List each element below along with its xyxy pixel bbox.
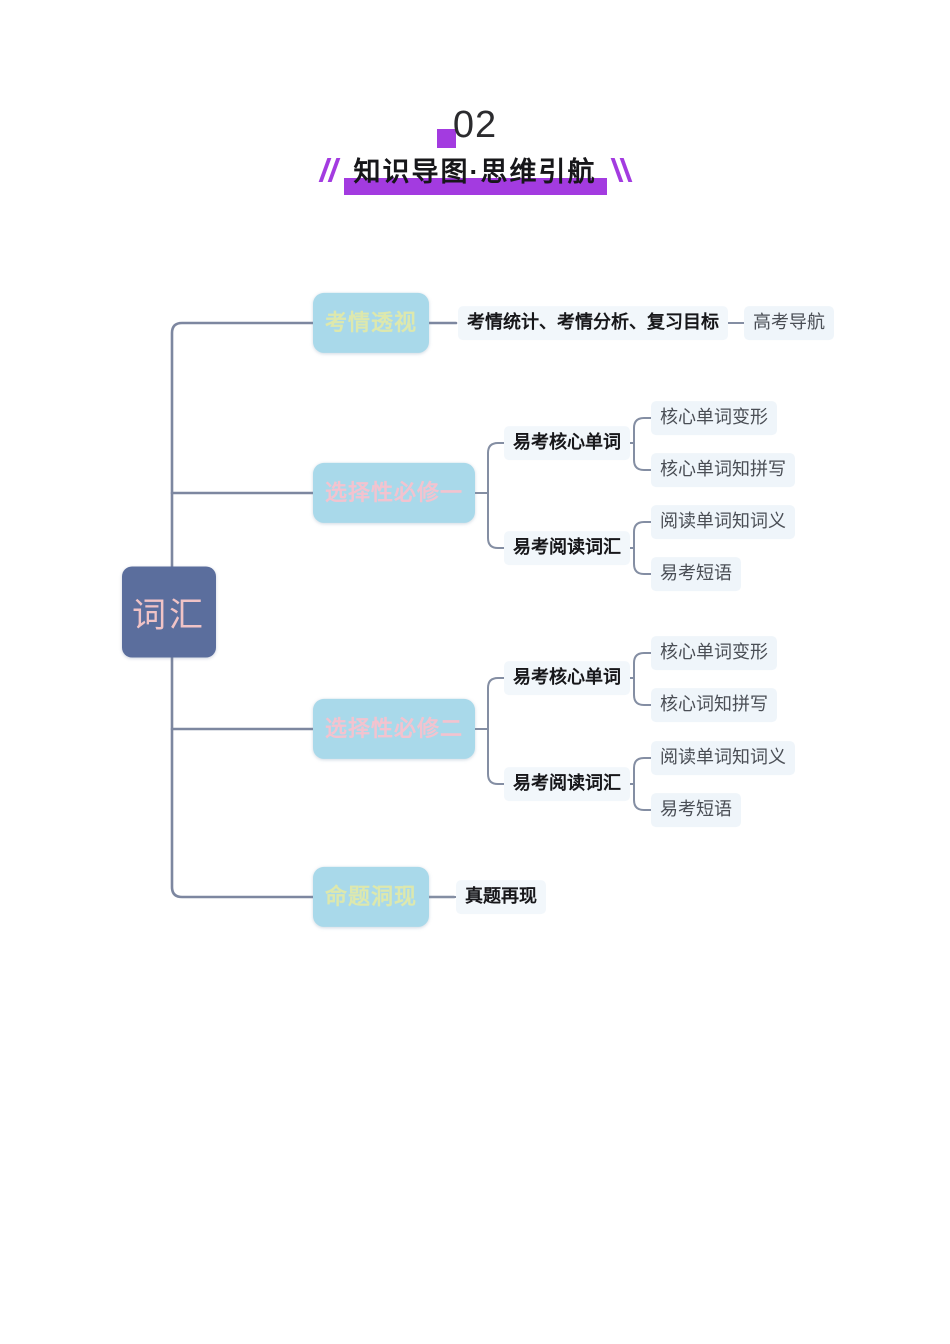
node-reading-word-meaning-2: 阅读单词知词义	[651, 741, 795, 775]
node-core-word-forms-1: 核心单词变形	[651, 401, 777, 435]
node-real-questions: 真题再现	[456, 880, 546, 914]
node-elective-compulsory-1: 选择性必修一	[313, 462, 476, 524]
node-elective-compulsory-2: 选择性必修二	[313, 698, 476, 760]
node-reading-word-meaning-1: 阅读单词知词义	[651, 505, 795, 539]
section-number-square-icon	[436, 129, 456, 148]
node-core-word-spelling-1: 核心单词知拼写	[651, 453, 795, 487]
title-underline-bar	[343, 178, 607, 195]
node-core-word-forms-2: 核心单词变形	[651, 636, 777, 670]
page-title: 知识导图·思维引航	[353, 157, 597, 187]
section-number: 02	[452, 104, 498, 146]
node-exam-phrases-1: 易考短语	[651, 557, 741, 591]
section-header-number: 02	[0, 104, 950, 148]
section-header-title: 知识导图·思维引航	[0, 150, 950, 195]
node-gaokao-navigation: 高考导航	[744, 306, 834, 340]
node-exam-phrases-2: 易考短语	[651, 793, 741, 827]
node-root-vocabulary: 词汇	[122, 566, 216, 658]
node-core-word-spelling-2: 核心词知拼写	[651, 688, 777, 722]
node-question-insight: 命题洞现	[313, 866, 430, 928]
node-reading-vocab-1: 易考阅读词汇	[504, 531, 630, 565]
node-core-words-1: 易考核心单词	[504, 426, 630, 460]
node-reading-vocab-2: 易考阅读词汇	[504, 767, 630, 801]
node-exam-stats-analysis-goals: 考情统计、考情分析、复习目标	[458, 306, 728, 340]
node-exam-insight: 考情透视	[313, 292, 430, 354]
node-core-words-2: 易考核心单词	[504, 661, 630, 695]
